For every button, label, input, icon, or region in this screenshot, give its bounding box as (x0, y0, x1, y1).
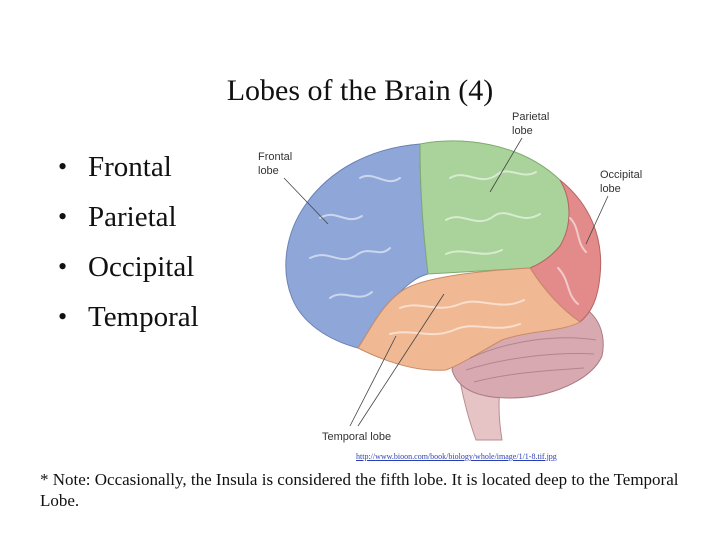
temporal-leader-line-1 (349, 335, 397, 427)
occipital-lobe-label-line1: Occipital (600, 169, 642, 181)
image-source-link[interactable]: http://www.bioon.com/book/biology/whole/… (356, 452, 557, 461)
brain-illustration: Frontal lobe Parietal lobe Occipital lob… (240, 108, 670, 448)
temporal-lobe-region (357, 267, 581, 371)
lobe-list-item-temporal: Temporal (58, 292, 199, 342)
lobe-list: Frontal Parietal Occipital Temporal (58, 142, 199, 342)
frontal-lobe-label-line1: Frontal (258, 151, 292, 163)
parietal-leader-line (489, 137, 523, 193)
footnote: * Note: Occasionally, the Insula is cons… (40, 470, 679, 510)
parietal-lobe-label-line2: lobe (512, 125, 533, 137)
parietal-lobe-region (419, 140, 570, 275)
frontal-lobe-label-line2: lobe (258, 165, 279, 177)
occipital-lobe-label-line2: lobe (600, 183, 621, 195)
occipital-leader-line (585, 195, 609, 245)
cerebellum-folia (465, 337, 597, 383)
temporal-leader-line-2 (357, 293, 445, 427)
gyri-texture (309, 170, 587, 336)
lobe-list-item-occipital: Occipital (58, 242, 199, 292)
parietal-lobe-label-line1: Parietal (512, 111, 549, 123)
lobe-list-item-frontal: Frontal (58, 142, 199, 192)
slide-title: Lobes of the Brain (4) (226, 74, 494, 107)
lobe-list-item-parietal: Parietal (58, 192, 199, 242)
temporal-lobe-label: Temporal lobe (322, 431, 391, 443)
frontal-leader-line (283, 177, 329, 225)
brain-diagram: Frontal lobe Parietal lobe Occipital lob… (258, 111, 642, 443)
